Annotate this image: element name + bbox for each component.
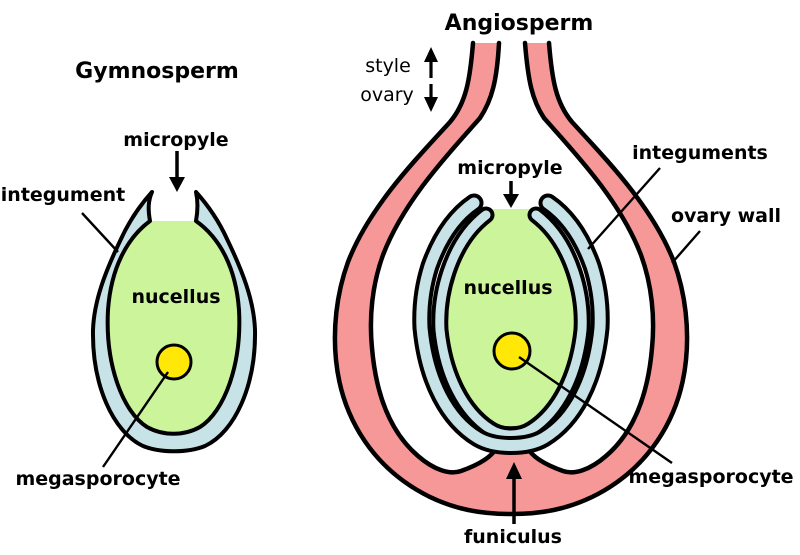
- angiosperm-ovary-wall-inner-outline-left: [368, 40, 502, 475]
- angiosperm-megasporocyte-label: megasporocyte: [628, 466, 794, 488]
- gymnosperm-micropyle-label: micropyle: [123, 129, 229, 151]
- angiosperm-ovary-wall-label: ovary wall: [670, 205, 782, 227]
- gymnosperm-integument-pointer-line: [81, 212, 119, 253]
- angiosperm-megasporocyte-pointer-line: [518, 356, 673, 464]
- gymnosperm-nucellus-label: nucellus: [131, 286, 221, 308]
- gymnosperm-integument-label: integument: [0, 184, 126, 206]
- funiculus-label: funiculus: [464, 526, 562, 548]
- funiculus-arrow-icon: [506, 462, 522, 524]
- angiosperm-ovary-wall-pointer-line: [671, 230, 701, 264]
- angiosperm-outer-integument-shape: [416, 197, 606, 451]
- angiosperm-ovary-label: ovary: [360, 84, 414, 106]
- style-direction-arrow-icon: [424, 47, 438, 78]
- angiosperm-style-label: style: [365, 55, 411, 77]
- angiosperm-nucellus-label: nucellus: [463, 277, 553, 299]
- angiosperm-integuments-label: integuments: [632, 142, 768, 164]
- angiosperm-micropyle-label: micropyle: [457, 157, 563, 179]
- angiosperm-integuments-pointer-line: [587, 167, 661, 250]
- angiosperm-ovule: [332, 40, 701, 524]
- gymnosperm-megasporocyte-shape: [155, 343, 193, 381]
- gymnosperm-nucellus-shape: [107, 221, 240, 434]
- ovary-direction-arrow-icon: [424, 84, 438, 112]
- angiosperm-ovary-wall-outer-outline: [332, 40, 690, 517]
- angiosperm-megasporocyte-shape: [492, 331, 532, 371]
- gymnosperm-integument-shape: [90, 190, 258, 454]
- angiosperm-micropyle-arrow-icon: [503, 181, 519, 208]
- gymnosperm-title: Gymnosperm: [75, 59, 239, 84]
- angiosperm-inner-integument-shape: [435, 210, 587, 440]
- angiosperm-nucellus-shape: [443, 209, 579, 428]
- angiosperm-title: Angiosperm: [444, 11, 594, 36]
- gymnosperm-micropyle-arrow-icon: [169, 151, 185, 192]
- gymnosperm-ovule: [81, 151, 258, 468]
- gymnosperm-megasporocyte-pointer-line: [102, 371, 169, 468]
- angiosperm-ovary-wall-inner-outline-right: [522, 40, 656, 475]
- gymnosperm-megasporocyte-label: megasporocyte: [15, 468, 181, 490]
